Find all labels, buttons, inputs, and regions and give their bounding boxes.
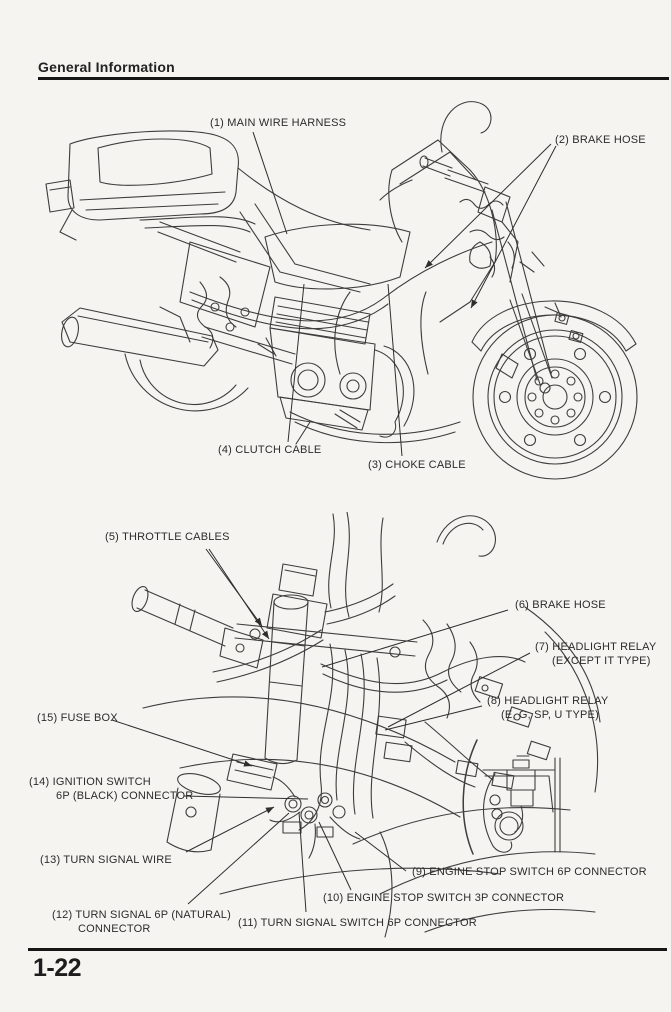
callout-10-engine-stop-switch-3p-connector: (10) ENGINE STOP SWITCH 3P CONNECTOR (323, 892, 565, 904)
section-title: General Information (38, 59, 175, 75)
cable-runs (298, 643, 526, 831)
callout-8-headlight-relay: (8) HEADLIGHT RELAY (E, G, SP, U TYPE) (487, 695, 609, 721)
rear-wheel-and-muffler (61, 306, 296, 412)
steering-stem (234, 594, 418, 765)
upper-cables (328, 512, 496, 618)
handlebar-and-levers (131, 563, 396, 683)
callout-13-turn-signal-wire: (13) TURN SIGNAL WIRE (40, 854, 172, 866)
wire-harness-scribbles (189, 241, 493, 349)
callout-1-main-wire-harness: (1) MAIN WIRE HARNESS (210, 117, 347, 129)
callout-7-headlight-relay: (7) HEADLIGHT RELAY (EXCEPT IT TYPE) (535, 641, 657, 667)
callout-14-ignition-switch-connector: (14) IGNITION SWITCH 6P (BLACK) CONNECTO… (29, 776, 194, 802)
motorcycle-side-view-drawing (45, 101, 638, 480)
callout-6-brake-hose: (6) BRAKE HOSE (515, 599, 606, 611)
header-rule (38, 77, 669, 80)
callout-15-fuse-box: (15) FUSE BOX (37, 712, 118, 724)
front-cowl-and-controls (379, 101, 584, 343)
callout-3-choke-cable: (3) CHOKE CABLE (368, 459, 466, 471)
callout-12-turn-signal-connector: (12) TURN SIGNAL 6P (NATURAL) CONNECTOR (52, 909, 231, 935)
callout-5-throttle-cables: (5) THROTTLE CABLES (105, 531, 230, 543)
tail-section (45, 130, 371, 241)
callout-4-clutch-cable: (4) CLUTCH CABLE (218, 444, 322, 456)
frame-and-engine (157, 203, 461, 445)
tank-and-body-lines (142, 606, 601, 938)
callout-2-brake-hose: (2) BRAKE HOSE (555, 134, 646, 146)
callout-11-turn-signal-switch-connector: (11) TURN SIGNAL SWITCH 6P CONNECTOR (238, 917, 477, 929)
callout-9-engine-stop-switch-6p-connector: (9) ENGINE STOP SWITCH 6P CONNECTOR (412, 866, 647, 878)
relay-inset-detail (462, 739, 561, 855)
handlebar-harness-detail-drawing (131, 512, 601, 938)
footer-rule (28, 948, 667, 951)
page-number: 1-22 (33, 954, 82, 982)
